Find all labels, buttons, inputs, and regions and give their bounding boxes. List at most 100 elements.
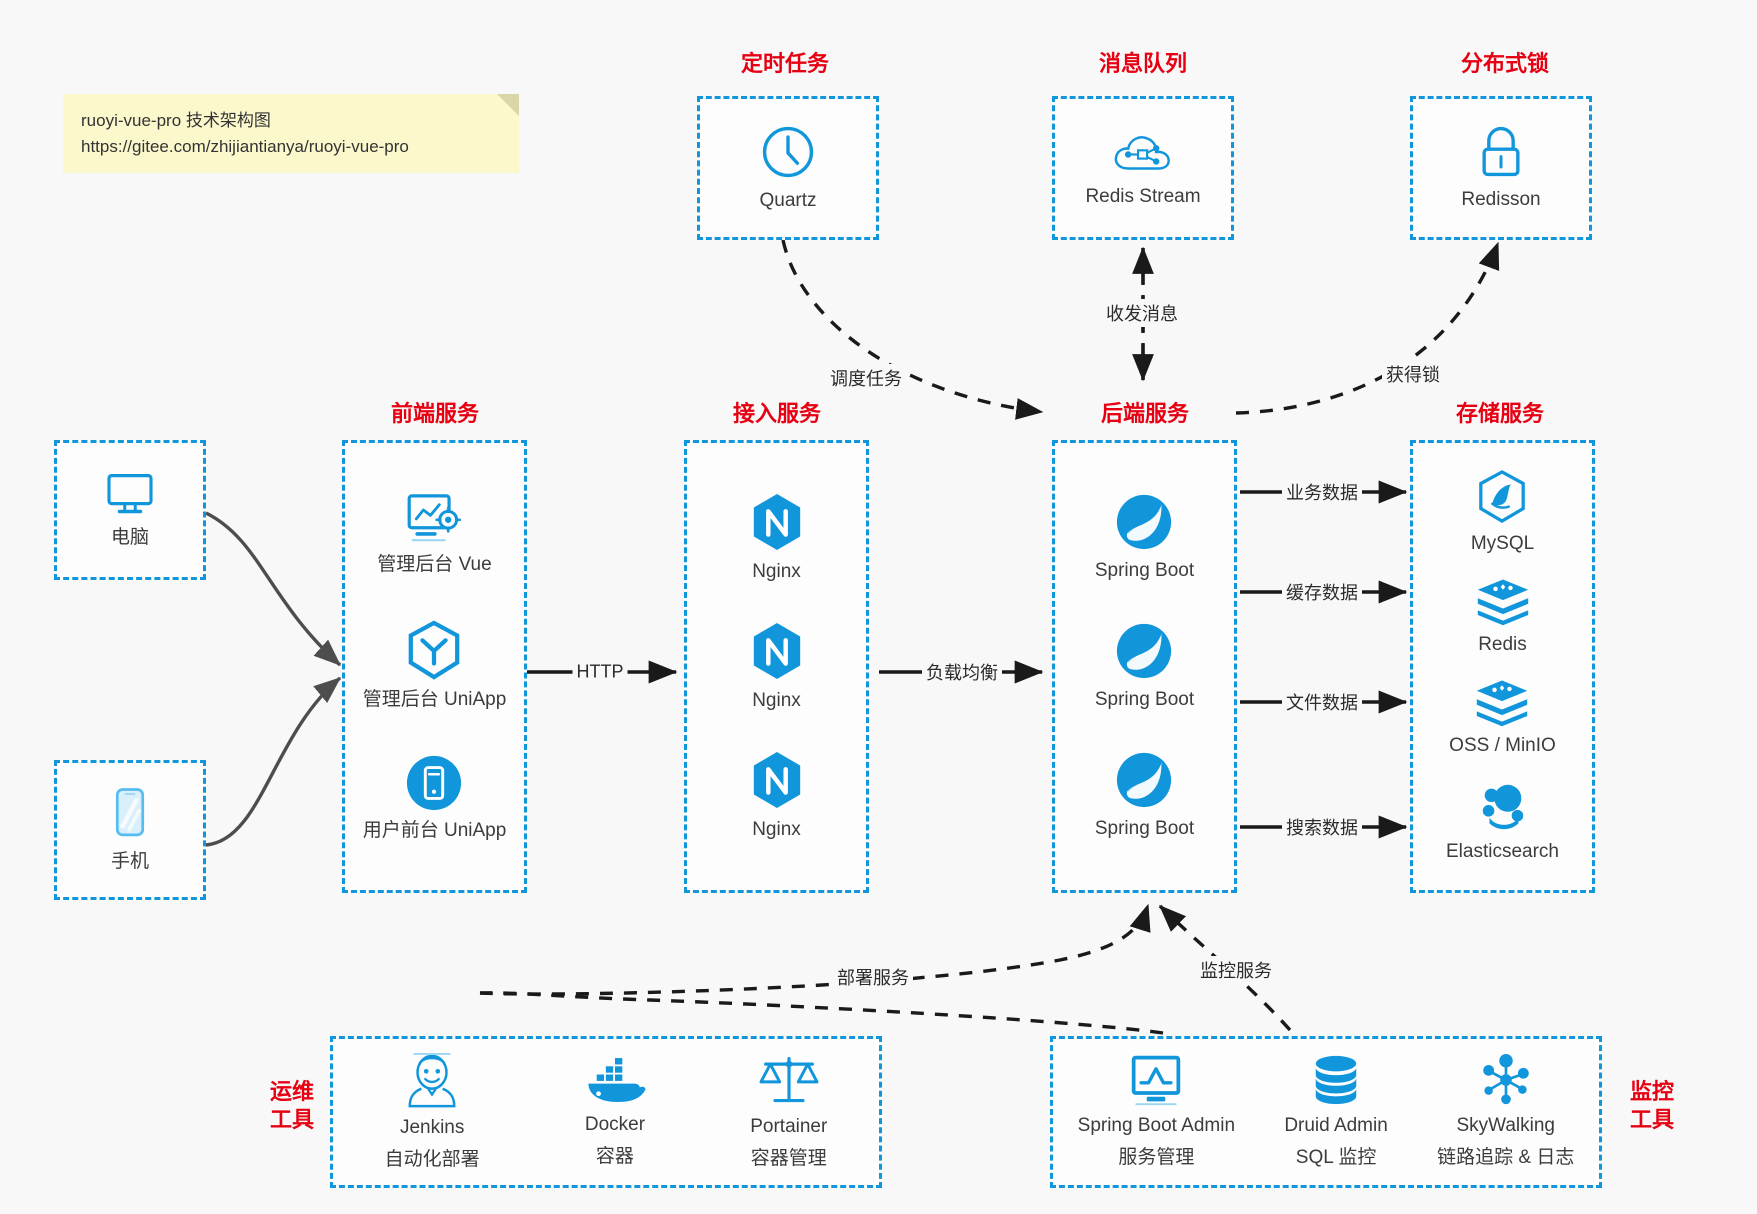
node-sublabel: 容器: [595, 1146, 634, 1167]
node-label: SkyWalking: [1456, 1115, 1555, 1137]
node-label: Docker: [584, 1114, 646, 1136]
padlock-icon: [1482, 127, 1520, 177]
node-label: 管理后台 Vue: [377, 553, 492, 575]
nginx-icon: [753, 751, 800, 808]
group-box-storage[interactable]: MySQL Redis: [1410, 440, 1595, 893]
edge-label-mq-message: 收发消息: [1102, 299, 1182, 327]
node-label: Jenkins: [399, 1117, 465, 1139]
node-label: 手机: [110, 851, 149, 873]
mysql-dolphin-icon: [1479, 469, 1526, 523]
edge-label-monitor-service: 监控服务: [1196, 956, 1276, 984]
edge-label-cache-data: 缓存数据: [1282, 578, 1362, 606]
node-label: Redisson: [1461, 189, 1541, 211]
group-box-monitor[interactable]: Spring Boot Admin 服务管理 Druid Admin SQL 监…: [1050, 1036, 1602, 1188]
redis-stack-icon: [1477, 680, 1528, 727]
group-title-mq: 消息队列: [1098, 51, 1187, 76]
group-title-monitor: 监控 工具: [1614, 1078, 1690, 1133]
node-label: Spring Boot: [1094, 559, 1195, 581]
node-nginx-1[interactable]: Nginx: [749, 491, 805, 585]
edge-label-file-data: 文件数据: [1282, 688, 1362, 716]
node-label: Nginx: [752, 560, 801, 582]
group-box-client-mobile[interactable]: 手机: [54, 760, 206, 900]
node-spring-boot-1[interactable]: Spring Boot: [1095, 492, 1194, 584]
redis-stack-icon: [1477, 579, 1528, 626]
node-portainer[interactable]: Portainer 容器管理: [750, 1052, 827, 1171]
node-label: 电脑: [110, 527, 149, 549]
group-title-lock: 分布式锁: [1460, 51, 1549, 76]
group-box-frontend[interactable]: 管理后台 Vue 管理后台 UniApp 用户前台 UniApp: [342, 440, 527, 893]
group-box-devops[interactable]: Jenkins 自动化部署 Docker 容器: [330, 1036, 882, 1188]
group-box-mq[interactable]: Redis Stream: [1052, 96, 1234, 240]
node-spring-boot-2[interactable]: Spring Boot: [1095, 621, 1194, 713]
edge-label-load-balance: 负载均衡: [922, 658, 1002, 686]
node-label: Redis: [1478, 634, 1527, 656]
node-redis-stream[interactable]: Redis Stream: [1085, 126, 1201, 210]
node-user-uniapp[interactable]: 用户前台 UniApp: [362, 754, 507, 844]
group-title-devops: 运维 工具: [254, 1078, 330, 1133]
group-title-monitor-line2: 工具: [1629, 1106, 1674, 1132]
docker-whale-icon: [588, 1058, 646, 1103]
group-box-scheduler[interactable]: Quartz: [697, 96, 879, 240]
node-label: Nginx: [752, 689, 801, 711]
smartphone-icon: [115, 788, 145, 837]
edge-devops-path-tail: [479, 991, 1164, 1035]
node-skywalking[interactable]: SkyWalking 链路追踪 & 日志: [1437, 1053, 1574, 1170]
node-spring-boot-3[interactable]: Spring Boot: [1095, 750, 1194, 842]
node-label: Elasticsearch: [1446, 840, 1559, 862]
group-box-backend[interactable]: Spring Boot Spring Boot Spring Boot: [1052, 440, 1237, 893]
desktop-monitor-icon: [107, 474, 153, 514]
edge-pc-to-frontend: [205, 511, 342, 667]
group-box-client-pc[interactable]: 电脑: [54, 440, 206, 580]
node-admin-vue[interactable]: 管理后台 Vue: [377, 490, 492, 578]
note-line-title: ruoyi-vue-pro 技术架构图: [81, 111, 271, 130]
group-title-devops-line2: 工具: [269, 1106, 314, 1132]
group-title-storage: 存储服务: [1455, 401, 1544, 426]
node-label: 管理后台 UniApp: [362, 688, 507, 710]
spring-leaf-icon: [1117, 623, 1172, 678]
edge-label-deploy-service: 部署服务: [833, 963, 913, 991]
node-spring-boot-admin[interactable]: Spring Boot Admin 服务管理: [1078, 1053, 1235, 1170]
node-label: Spring Boot: [1094, 817, 1195, 839]
node-admin-uniapp[interactable]: 管理后台 UniApp: [362, 619, 507, 713]
node-mysql[interactable]: MySQL: [1471, 469, 1534, 557]
node-label: Portainer: [750, 1116, 828, 1138]
skywalking-node-icon: [1482, 1054, 1529, 1105]
node-redis[interactable]: Redis: [1475, 576, 1531, 658]
node-sublabel: 自动化部署: [384, 1149, 480, 1170]
title-sticky-note: ruoyi-vue-pro 技术架构图 https://gitee.com/zh…: [63, 94, 519, 173]
node-nginx-3[interactable]: Nginx: [749, 749, 805, 843]
node-label: Redis Stream: [1085, 186, 1201, 208]
scales-balance-icon: [759, 1057, 819, 1103]
edge-label-schedule-task: 调度任务: [826, 364, 906, 392]
group-title-scheduler: 定时任务: [740, 51, 829, 76]
node-elasticsearch[interactable]: Elasticsearch: [1446, 779, 1559, 865]
node-pc[interactable]: 电脑: [102, 469, 158, 551]
edge-backend-to-lock: [1235, 241, 1500, 415]
mobile-circle-icon: [407, 755, 462, 810]
group-box-gateway[interactable]: Nginx Nginx Nginx: [684, 440, 869, 893]
group-title-devops-line1: 运维: [269, 1079, 314, 1104]
elasticsearch-icon: [1482, 784, 1523, 829]
group-box-lock[interactable]: Redisson: [1410, 96, 1592, 240]
node-druid-admin[interactable]: Druid Admin SQL 监控: [1284, 1053, 1388, 1170]
node-docker[interactable]: Docker 容器: [583, 1054, 647, 1169]
node-oss-minio[interactable]: OSS / MinIO: [1449, 677, 1556, 759]
note-fold-corner: [497, 94, 519, 116]
nginx-icon: [753, 622, 800, 679]
node-label: 用户前台 UniApp: [362, 819, 507, 841]
node-mobile[interactable]: 手机: [110, 785, 150, 875]
clock-icon: [762, 127, 814, 178]
group-title-gateway: 接入服务: [732, 401, 821, 426]
node-label: Druid Admin: [1284, 1115, 1388, 1137]
database-cylinder-icon: [1315, 1056, 1357, 1105]
node-sublabel: 链路追踪 & 日志: [1437, 1147, 1575, 1168]
edge-quartz-to-backend: [781, 239, 1044, 420]
node-jenkins[interactable]: Jenkins 自动化部署: [385, 1051, 480, 1172]
edge-label-acquire-lock: 获得锁: [1382, 360, 1444, 388]
spring-leaf-icon: [1117, 752, 1172, 807]
node-quartz[interactable]: Quartz: [758, 122, 818, 214]
edge-label-http: HTTP: [572, 660, 628, 684]
node-redisson[interactable]: Redisson: [1461, 123, 1541, 213]
node-nginx-2[interactable]: Nginx: [749, 620, 805, 714]
